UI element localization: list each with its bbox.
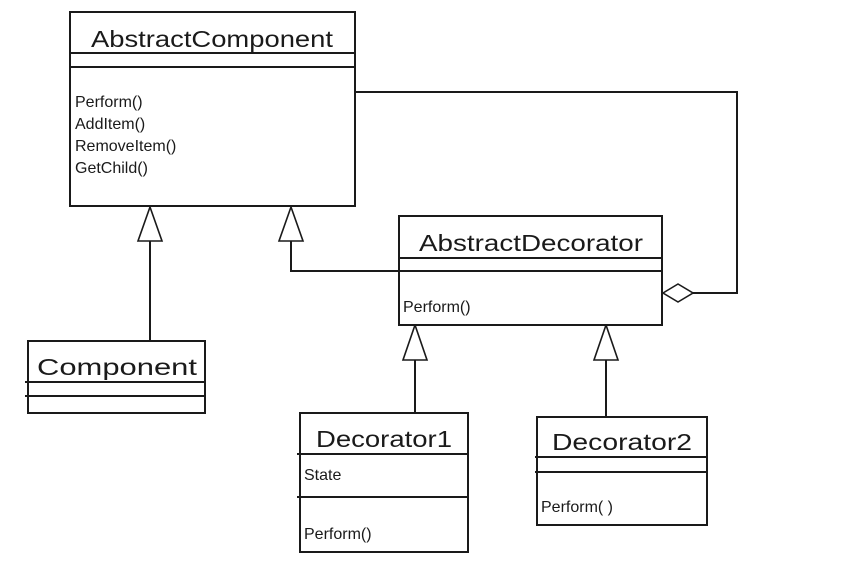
generalization-line-abstract-decorator xyxy=(290,241,399,272)
generalization-arrow-abstract-decorator xyxy=(277,204,305,242)
aggregation-diamond xyxy=(661,283,695,303)
class-box xyxy=(27,340,206,414)
class-decorator2[interactable]: Decorator2 Perform( ) xyxy=(535,416,708,526)
generalization-arrow-decorator2 xyxy=(592,322,620,361)
class-box xyxy=(69,11,356,207)
method: AddItem() xyxy=(75,116,145,133)
method: Perform() xyxy=(75,94,143,111)
method: Perform() xyxy=(403,299,471,316)
generalization-arrow-decorator1 xyxy=(401,322,429,361)
method: RemoveItem() xyxy=(75,138,176,155)
class-name: AbstractComponent xyxy=(91,26,334,52)
class-abstract-component[interactable]: AbstractComponent Perform() AddItem() Re… xyxy=(69,11,356,207)
aggregation-line xyxy=(355,91,738,294)
class-component[interactable]: Component xyxy=(25,340,206,414)
attribute: State xyxy=(304,467,341,484)
class-box xyxy=(299,412,469,553)
method: GetChild() xyxy=(75,160,148,177)
class-name: AbstractDecorator xyxy=(419,230,643,256)
method: Perform( ) xyxy=(541,499,613,516)
class-name: Decorator2 xyxy=(552,429,692,455)
class-name: Component xyxy=(37,354,198,380)
generalization-arrow-component xyxy=(136,204,164,242)
class-decorator1[interactable]: Decorator1 State Perform() xyxy=(297,412,469,553)
method: Perform() xyxy=(304,526,372,543)
class-abstract-decorator[interactable]: AbstractDecorator Perform() xyxy=(398,215,663,326)
class-name: Decorator1 xyxy=(316,426,452,452)
